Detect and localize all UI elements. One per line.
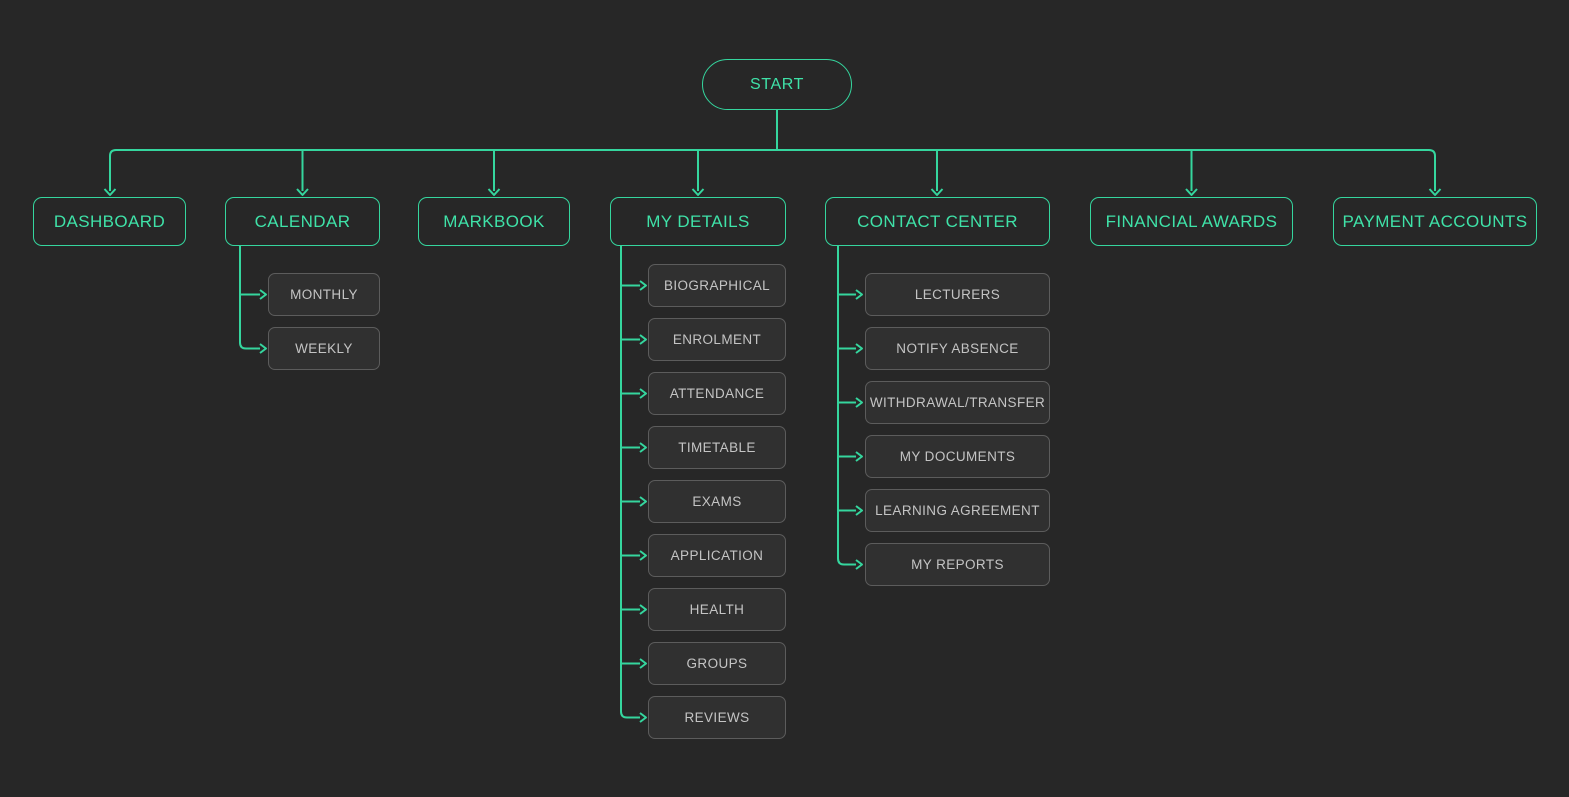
calendar-trunk [239,246,260,350]
node-health-label: HEALTH [689,602,745,617]
arrowhead-right-health [639,604,647,615]
node-dashboard-label: DASHBOARD [53,211,166,231]
node-dashboard[interactable]: DASHBOARD [33,197,186,246]
arrowhead-right-my-documents [855,451,863,462]
bus-line [109,149,1436,191]
node-application-label: APPLICATION [670,548,764,563]
node-financial-awards-label: FINANCIAL AWARDS [1105,211,1278,231]
node-exams[interactable]: EXAMS [648,480,786,523]
node-payment-accounts[interactable]: PAYMENT ACCOUNTS [1333,197,1537,246]
my-details-trunk [620,246,640,719]
node-financial-awards[interactable]: FINANCIAL AWARDS [1090,197,1293,246]
node-withdrawal-transfer[interactable]: WITHDRAWAL/TRANSFER [865,381,1050,424]
arrowhead-right-weekly [259,343,267,354]
node-health[interactable]: HEALTH [648,588,786,631]
node-my-documents[interactable]: MY DOCUMENTS [865,435,1050,478]
arrowhead-right-exams [639,496,647,507]
node-biographical[interactable]: BIOGRAPHICAL [648,264,786,307]
node-biographical-label: BIOGRAPHICAL [663,278,771,293]
arrowhead-right-monthly [259,289,267,300]
start-node[interactable]: START [702,59,852,110]
node-attendance[interactable]: ATTENDANCE [648,372,786,415]
node-timetable[interactable]: TIMETABLE [648,426,786,469]
node-enrolment-label: ENROLMENT [672,332,762,347]
node-attendance-label: ATTENDANCE [669,386,765,401]
arrowhead-right-enrolment [639,334,647,345]
node-learning-agreement-label: LEARNING AGREEMENT [875,503,1040,518]
arrowhead-down-markbook [487,188,501,196]
node-notify-absence-label: NOTIFY ABSENCE [896,341,1019,356]
arrowhead-down-dashboard [103,188,117,196]
arrowhead-right-my-reports [855,559,863,570]
node-my-documents-label: MY DOCUMENTS [899,449,1016,464]
arrowhead-right-withdrawal-transfer [855,397,863,408]
arrowhead-right-reviews [639,712,647,723]
contact-center-trunk [837,246,856,566]
node-contact-center[interactable]: CONTACT CENTER [825,197,1050,246]
node-monthly-label: MONTHLY [290,287,358,302]
node-markbook[interactable]: MARKBOOK [418,197,570,246]
node-monthly[interactable]: MONTHLY [268,273,380,316]
node-application[interactable]: APPLICATION [648,534,786,577]
arrowhead-down-payment-accounts [1428,188,1442,196]
node-reviews-label: REVIEWS [684,710,750,725]
arrowhead-down-calendar [296,188,309,196]
arrowhead-down-contact-center [930,188,944,196]
node-markbook-label: MARKBOOK [443,211,545,231]
node-calendar[interactable]: CALENDAR [225,197,380,246]
node-weekly[interactable]: WEEKLY [268,327,380,370]
arrowhead-right-lecturers [855,289,863,300]
arrowhead-down-financial-awards [1185,188,1198,196]
arrowhead-right-notify-absence [855,343,863,354]
arrowhead-down-my-details [691,188,705,196]
node-payment-accounts-label: PAYMENT ACCOUNTS [1342,211,1528,231]
node-enrolment[interactable]: ENROLMENT [648,318,786,361]
arrowhead-right-learning-agreement [855,505,863,516]
node-my-details[interactable]: MY DETAILS [610,197,786,246]
node-timetable-label: TIMETABLE [678,440,756,455]
node-contact-center-label: CONTACT CENTER [857,211,1018,231]
node-my-reports-label: MY REPORTS [911,557,1004,572]
node-calendar-label: CALENDAR [254,211,351,231]
node-weekly-label: WEEKLY [295,341,353,356]
node-lecturers[interactable]: LECTURERS [865,273,1050,316]
arrowhead-right-application [639,550,647,561]
node-exams-label: EXAMS [692,494,742,509]
arrowhead-right-groups [639,658,647,669]
arrowhead-right-attendance [639,388,647,399]
node-withdrawal-transfer-label: WITHDRAWAL/TRANSFER [869,395,1046,410]
arrowhead-right-timetable [639,442,647,453]
node-lecturers-label: LECTURERS [914,287,1001,302]
node-groups[interactable]: GROUPS [648,642,786,685]
arrowhead-right-biographical [639,280,647,291]
node-groups-label: GROUPS [686,656,748,671]
node-my-details-label: MY DETAILS [646,211,750,231]
node-my-reports[interactable]: MY REPORTS [865,543,1050,586]
start-node-label: START [750,75,804,93]
node-reviews[interactable]: REVIEWS [648,696,786,739]
node-notify-absence[interactable]: NOTIFY ABSENCE [865,327,1050,370]
node-learning-agreement[interactable]: LEARNING AGREEMENT [865,489,1050,532]
